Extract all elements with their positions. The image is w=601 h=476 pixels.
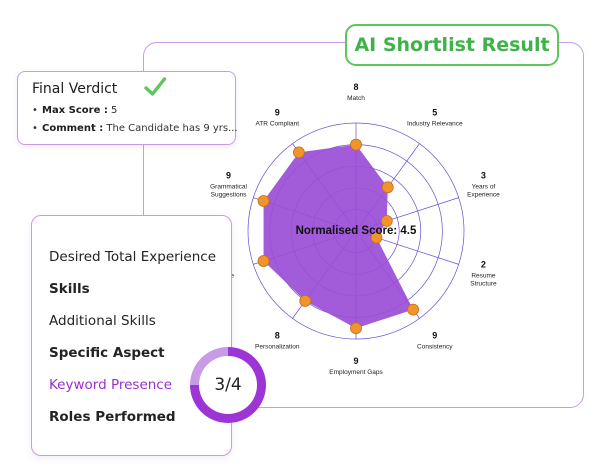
- radar-axis-label: Grammatical: [210, 184, 247, 191]
- radar-axis-value: 9: [275, 108, 280, 118]
- criteria-card: Desired Total Experience Skills Addition…: [31, 215, 232, 456]
- comment-key: Comment :: [42, 123, 104, 134]
- radar-axis-label: ATR Compliant: [255, 121, 299, 128]
- radar-axis-value: 8: [353, 82, 358, 92]
- radar-point: [257, 255, 270, 267]
- radar-axis-value: 5: [432, 108, 437, 118]
- radar-point: [350, 138, 362, 151]
- radar-axis-value: 2: [481, 259, 486, 269]
- max-score-row: •Max Score : 5: [32, 105, 118, 116]
- radar-axis-value: 8: [275, 330, 280, 340]
- radar-axis-value: 3: [481, 171, 486, 181]
- radar-area: [263, 144, 414, 329]
- radar-axis-label: Match: [347, 95, 365, 102]
- page-title: AI Shortlist Result: [345, 24, 559, 66]
- radar-axis-label: Industry Relevance: [407, 121, 463, 128]
- criteria-item-roles-performed[interactable]: Roles Performed: [49, 409, 176, 425]
- radar-axis-label: Experience: [467, 192, 500, 199]
- radar-point: [257, 195, 270, 207]
- max-score-key: Max Score :: [42, 105, 108, 116]
- criteria-item-additional-skills[interactable]: Additional Skills: [49, 313, 156, 329]
- radar-point: [350, 322, 362, 335]
- criteria-item-keyword-presence[interactable]: Keyword Presence: [49, 377, 173, 393]
- verdict-card: Final Verdict •Max Score : 5 •Comment : …: [17, 71, 238, 145]
- radar-axis-label: Consistency: [417, 343, 453, 350]
- radar-axis-value: 9: [353, 356, 358, 366]
- verdict-title: Final Verdict: [32, 81, 118, 97]
- radar-axis-label: Years of: [472, 184, 496, 191]
- criteria-item-desired-total-experience[interactable]: Desired Total Experience: [49, 249, 217, 265]
- radar-axis-label: Suggestions: [211, 192, 248, 199]
- radar-axis-value: 9: [226, 171, 231, 181]
- radar-axis-label: Employment Gaps: [329, 369, 383, 376]
- radar-points: [257, 138, 420, 335]
- comment-row: •Comment : The Candidate has 9 yrs...: [32, 123, 238, 134]
- radar-axis-label: Resume: [471, 272, 496, 279]
- progress-text: 3/4: [199, 356, 257, 414]
- normalised-score-label: Normalised Score: 4.5: [296, 225, 417, 237]
- radar-point: [292, 146, 305, 159]
- radar-point: [381, 181, 394, 194]
- radar-point: [370, 231, 383, 244]
- criteria-item-skills[interactable]: Skills: [49, 281, 90, 297]
- radar-axis-label: Structure: [470, 280, 497, 287]
- comment-value: The Candidate has 9 yrs...: [106, 123, 238, 134]
- radar-point: [299, 294, 312, 307]
- radar-axis-value: 9: [432, 330, 437, 340]
- radar-point: [380, 215, 393, 227]
- max-score-value: 5: [111, 105, 118, 116]
- criteria-item-specific-aspect[interactable]: Specific Aspect: [49, 345, 165, 361]
- radar-axis-label: Personalization: [255, 343, 300, 350]
- check-icon: [144, 77, 167, 96]
- progress-ring: 3/4: [190, 347, 266, 423]
- radar-point: [407, 303, 420, 316]
